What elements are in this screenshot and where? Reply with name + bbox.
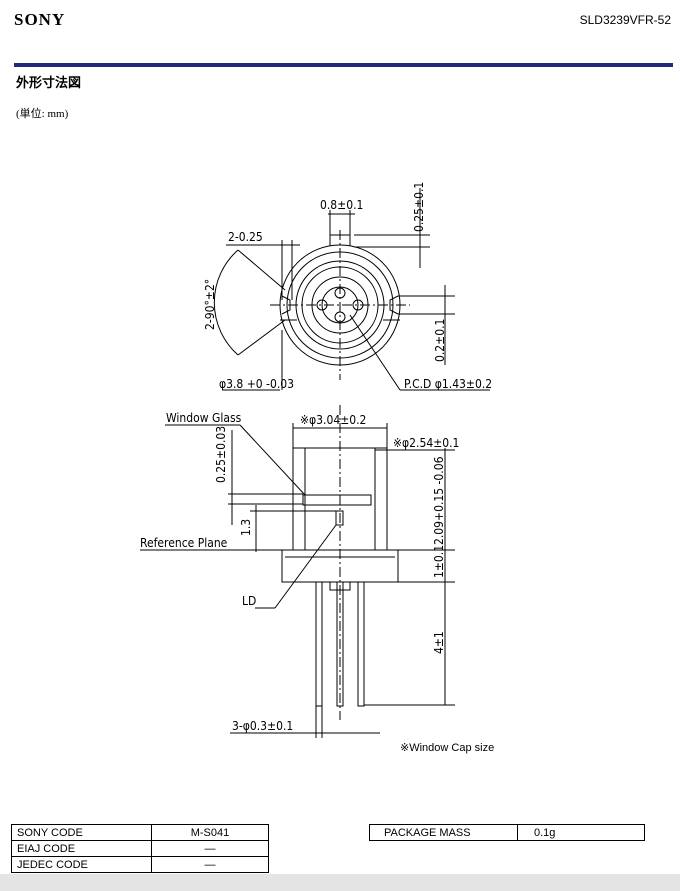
dim-cap-top-dia: ※φ2.54±0.1 — [393, 436, 459, 450]
label-window-glass: Window Glass — [166, 411, 242, 425]
table-row: SONY CODE M-S041 — [11, 824, 269, 841]
dim-lead-length: 4±1 — [432, 631, 446, 654]
dim-glass-offset: 0.25±0.03 — [214, 426, 228, 483]
code-label: SONY CODE — [11, 824, 152, 841]
table-row: JEDEC CODE — — [11, 856, 269, 873]
footer-bar — [0, 874, 680, 891]
code-value: — — [151, 840, 269, 857]
mass-label: PACKAGE MASS — [369, 824, 518, 841]
code-value: M-S041 — [151, 824, 269, 841]
dim-notch: 2-0.25 — [228, 230, 263, 244]
dim-cap-height: 2.09+0.15 -0.06 — [432, 456, 446, 545]
dim-tab-offset: 0.2±0.1 — [433, 319, 447, 362]
label-ld: LD — [242, 594, 256, 608]
side-view — [140, 405, 455, 738]
top-view — [213, 188, 490, 391]
section-title: 外形寸法図 — [16, 76, 82, 91]
code-value: — — [151, 856, 269, 873]
dim-tab-height: 0.25±0.1 — [412, 182, 426, 232]
part-number: SLD3239VFR-52 — [579, 13, 671, 27]
dim-flange-dia: φ3.8 +0 -0.03 — [219, 377, 294, 391]
unit-label: (単位: mm) — [16, 108, 69, 120]
mass-table: PACKAGE MASS 0.1g — [369, 824, 645, 841]
table-row: EIAJ CODE — — [11, 840, 269, 857]
sony-logo: SONY — [14, 10, 66, 29]
header-divider — [14, 63, 673, 67]
code-label: JEDEC CODE — [11, 856, 152, 873]
label-reference-plane: Reference Plane — [140, 536, 228, 550]
mass-value: 0.1g — [517, 824, 645, 841]
table-row: PACKAGE MASS 0.1g — [369, 824, 645, 841]
dim-cap-dia: ※φ3.04±0.2 — [300, 413, 366, 427]
code-table: SONY CODE M-S041 EIAJ CODE — JEDEC CODE … — [11, 824, 269, 873]
dim-pcd: P.C.D φ1.43±0.2 — [404, 377, 492, 391]
package-outline-drawing: 0.8±0.1 0.25±0.1 2-0.25 2-90°±2° 0.2±0.1… — [140, 182, 492, 738]
dim-lead-dia: 3-φ0.3±0.1 — [232, 719, 293, 733]
dim-lead-width: 0.8±0.1 — [320, 198, 363, 212]
window-cap-note: ※Window Cap size — [400, 742, 495, 754]
dim-ld-height: 1.3 — [239, 519, 253, 536]
dim-angle: 2-90°±2° — [203, 279, 217, 330]
dim-flange-thickness: 1±0.1 — [432, 545, 446, 578]
code-label: EIAJ CODE — [11, 840, 152, 857]
